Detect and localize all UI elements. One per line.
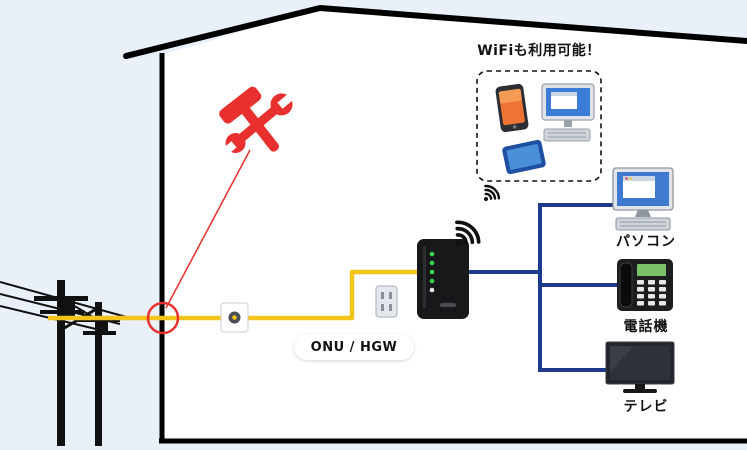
pc-label: パソコン <box>616 234 676 250</box>
alert-circle <box>146 301 180 335</box>
power-outlet-icon <box>375 285 398 318</box>
alert-line <box>165 149 251 309</box>
smartphone-icon <box>495 83 529 133</box>
pc-icon <box>612 167 674 231</box>
wifi-signal-icon-small <box>483 184 501 202</box>
repair-tools-icon <box>219 86 297 156</box>
telephone-icon <box>617 259 673 311</box>
wifi-signal-icon <box>455 220 481 246</box>
wifi-callout-label: WiFiも利用可能！ <box>477 43 601 59</box>
phone-label: 電話機 <box>623 319 669 335</box>
tv-icon <box>605 341 675 393</box>
fiber-cable <box>48 269 425 321</box>
wifi-devices-box <box>476 70 602 182</box>
desktop-pc-icon <box>541 83 595 142</box>
lan-cables <box>463 203 622 372</box>
onu-hgw-label: ONU / HGW <box>294 334 414 360</box>
tablet-icon <box>502 139 546 175</box>
onu-router-icon <box>417 239 469 319</box>
optical-outlet-icon <box>220 302 249 333</box>
house-outline <box>123 5 747 444</box>
tv-label: テレビ <box>623 399 669 415</box>
